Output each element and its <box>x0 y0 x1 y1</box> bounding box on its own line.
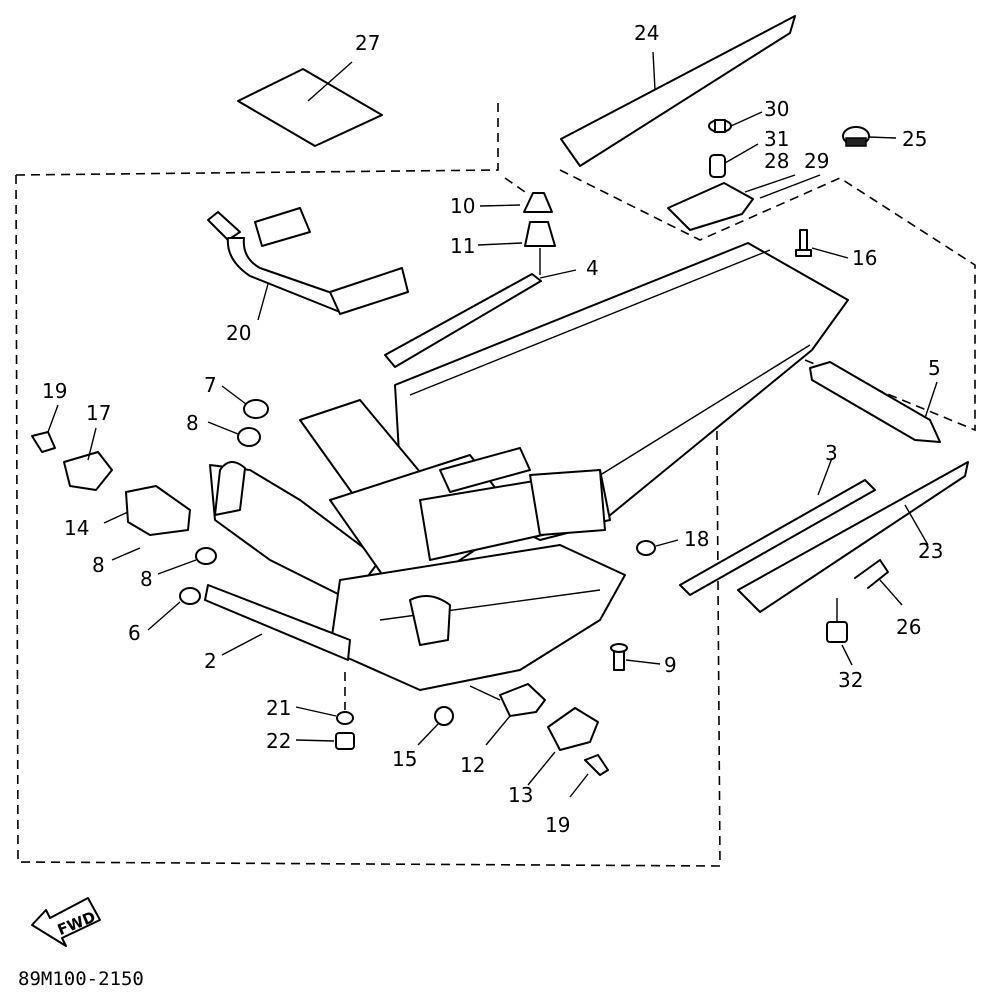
part-26-clip <box>854 559 903 606</box>
part-16-bolt <box>795 229 849 259</box>
part-19-clip-left <box>31 404 59 453</box>
parts-10-11-mounts <box>477 192 556 275</box>
part-8-bushing-lower <box>157 547 217 575</box>
callout-24: 24 <box>634 21 659 45</box>
callout-11: 11 <box>450 234 475 258</box>
callout-10: 10 <box>450 194 475 218</box>
part-23-strip <box>737 461 969 613</box>
callout-31: 31 <box>764 127 789 151</box>
callout-25: 25 <box>902 127 927 151</box>
callout-18: 18 <box>684 527 709 551</box>
callout-29: 29 <box>804 149 829 173</box>
callout-14: 14 <box>64 516 89 540</box>
dashed-boundary <box>15 100 976 867</box>
callout-3: 3 <box>825 441 838 465</box>
part-4-bar <box>384 269 577 368</box>
part-19-clip-bottom <box>569 754 609 798</box>
callout-13: 13 <box>508 783 533 807</box>
callout-32: 32 <box>838 668 863 692</box>
callout-19-bottom: 19 <box>545 813 570 837</box>
part-7-bushing <box>221 385 269 419</box>
part-13-mount <box>527 707 599 786</box>
callout-12: 12 <box>460 753 485 777</box>
part-20-handle-bar <box>207 207 409 321</box>
part-3-rail <box>679 457 876 596</box>
callout-7: 7 <box>204 373 217 397</box>
part-18-grommet <box>636 539 679 556</box>
callout-21: 21 <box>266 696 291 720</box>
part-22-collar <box>295 732 355 750</box>
fwd-arrow-icon: FWD <box>31 897 101 947</box>
part-24-strip <box>560 15 796 167</box>
callout-30: 30 <box>764 97 789 121</box>
callout-19-left: 19 <box>42 379 67 403</box>
callout-6: 6 <box>128 621 141 645</box>
callout-26: 26 <box>896 615 921 639</box>
part-6-bushing <box>147 587 201 631</box>
part-32-nut <box>826 598 853 666</box>
part-15-grommet <box>417 706 454 746</box>
callout-15: 15 <box>392 747 417 771</box>
drawing-code: 89M100-2150 <box>18 968 144 990</box>
callout-9: 9 <box>664 653 677 677</box>
callout-4: 4 <box>586 256 599 280</box>
part-17-plate <box>63 427 113 491</box>
part-8-leader <box>111 547 141 561</box>
parts-30-31-28-hardware <box>667 111 897 231</box>
part-2-leader <box>221 633 263 656</box>
callout-20: 20 <box>226 321 251 345</box>
part-27-sheet <box>237 61 383 147</box>
callout-27: 27 <box>355 31 380 55</box>
callout-8-upper: 8 <box>186 411 199 435</box>
callout-16: 16 <box>852 246 877 270</box>
callout-28: 28 <box>764 149 789 173</box>
part-12-plate <box>469 683 546 746</box>
callout-17: 17 <box>86 401 111 425</box>
callout-5: 5 <box>928 356 941 380</box>
callout-8-lower: 8 <box>92 553 105 577</box>
part-9-pin <box>610 643 661 671</box>
callout-23: 23 <box>918 539 943 563</box>
main-frame <box>204 242 849 691</box>
part-8-bushing-upper <box>207 421 261 447</box>
part-21-washer <box>295 672 354 725</box>
callout-8-middle: 8 <box>140 567 153 591</box>
callout-2: 2 <box>204 649 217 673</box>
part-14-bracket <box>103 485 191 536</box>
part-5-rail <box>809 361 941 443</box>
callout-22: 22 <box>266 729 291 753</box>
